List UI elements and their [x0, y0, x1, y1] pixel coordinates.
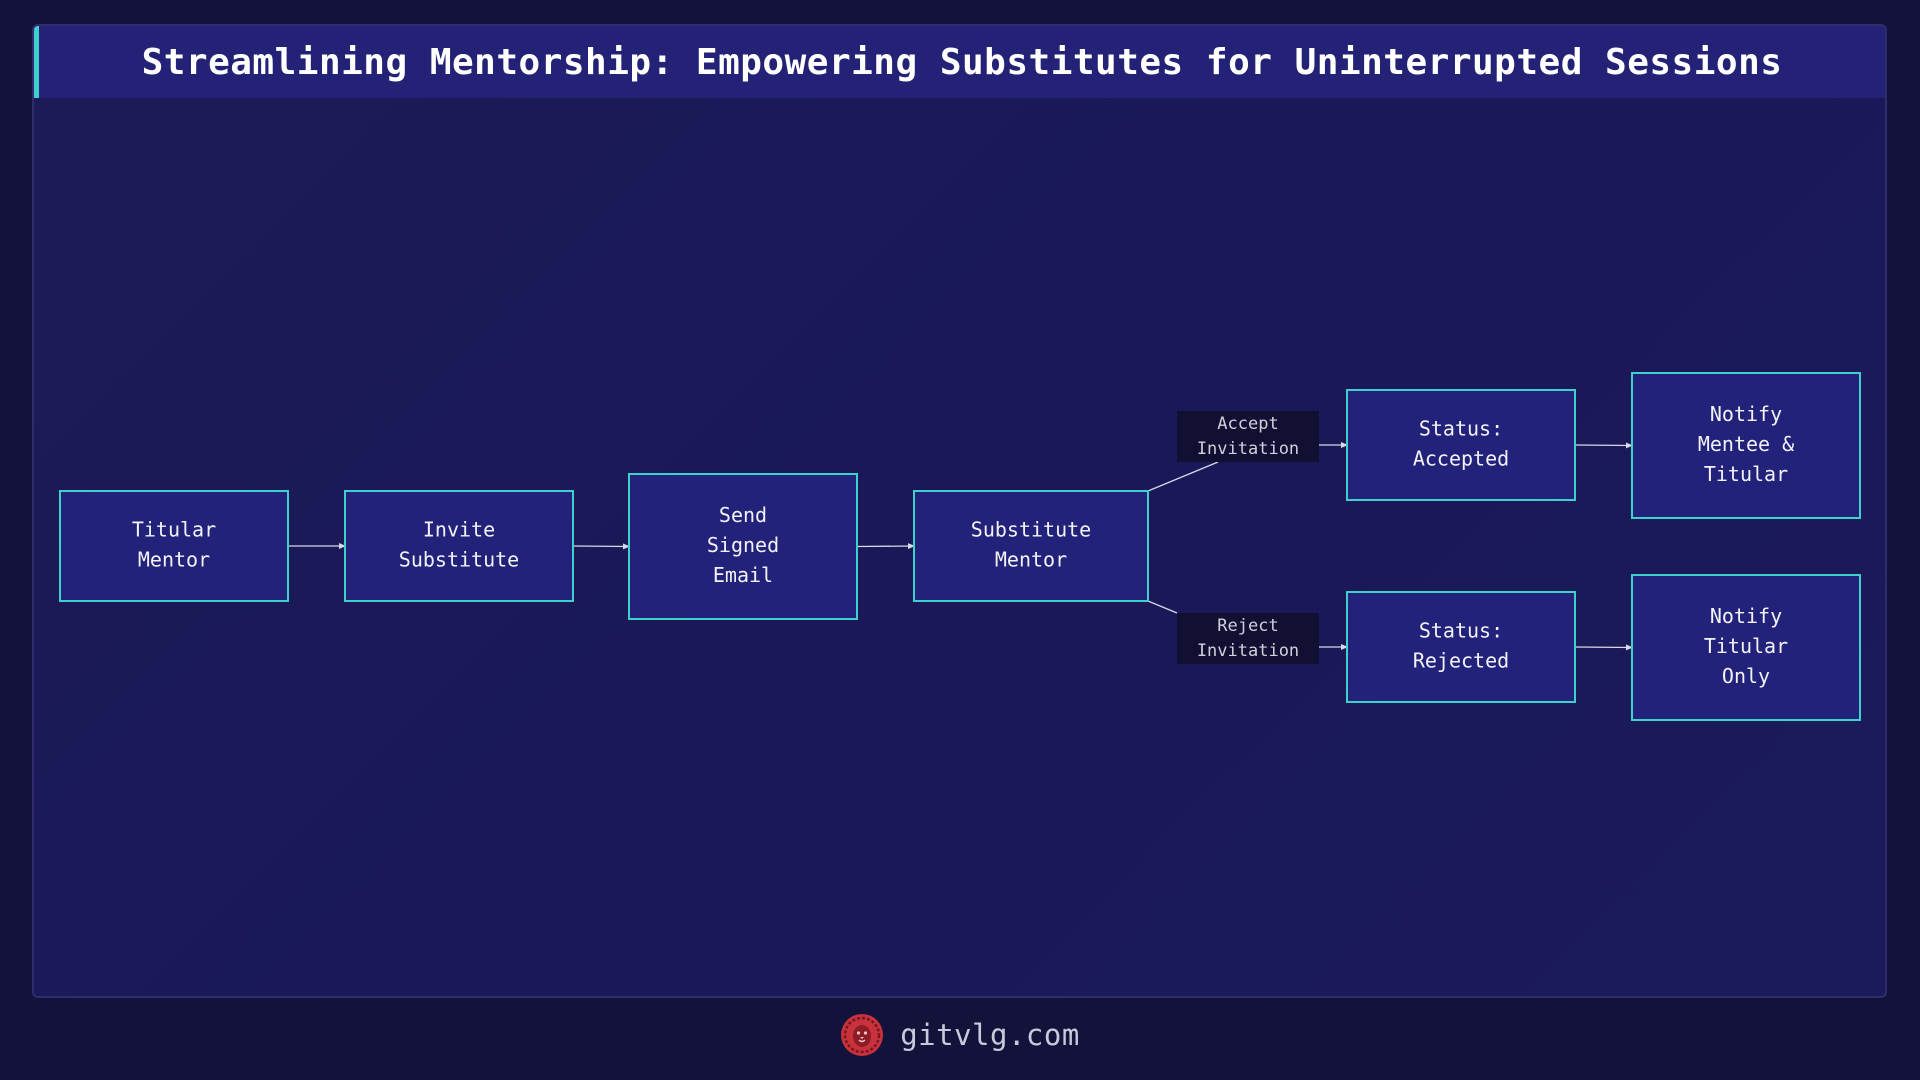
- edge-line: [1147, 461, 1219, 492]
- node-label-line: Status:: [1419, 619, 1503, 643]
- diagram-panel: Streamlining Mentorship: Empowering Subs…: [32, 24, 1887, 998]
- node-box: [59, 490, 289, 602]
- node-box: [628, 473, 858, 620]
- node-label-line: Status:: [1419, 417, 1503, 441]
- edge-label-bg: [1177, 613, 1319, 664]
- lion-head-icon: [841, 1014, 884, 1056]
- edge-label-line: Reject: [1217, 616, 1278, 636]
- node-box: [913, 490, 1149, 602]
- node-label-line: Mentee &: [1698, 432, 1794, 456]
- edge-label-line: Invitation: [1197, 439, 1299, 459]
- edge-label-line: Invitation: [1197, 641, 1299, 661]
- node-box: [344, 490, 574, 602]
- node-label-line: Only: [1722, 664, 1770, 688]
- node-status-rejected: Status: Rejected: [1346, 591, 1576, 703]
- node-label-line: Send: [719, 503, 767, 527]
- node-label-line: Substitute: [399, 548, 519, 572]
- node-label-line: Titular: [132, 518, 216, 542]
- node-label-line: Notify: [1710, 402, 1782, 426]
- node-box: [1346, 389, 1576, 501]
- edge-arrow: [1574, 644, 1633, 651]
- title-bar: Streamlining Mentorship: Empowering Subs…: [34, 26, 1885, 98]
- node-label-line: Notify: [1710, 604, 1782, 628]
- edge-line: [1147, 600, 1178, 614]
- edge-arrow: [572, 543, 630, 550]
- node-box: [1631, 574, 1861, 721]
- node-label-line: Titular: [1704, 634, 1788, 658]
- node-label-line: Mentor: [995, 548, 1067, 572]
- node-label-line: Substitute: [971, 518, 1091, 542]
- node-label-line: Invite: [423, 518, 495, 542]
- node-label-line: Titular: [1704, 462, 1788, 486]
- edge-arrow: [856, 543, 915, 550]
- node-label-line: Signed: [707, 533, 779, 557]
- footer-site-link[interactable]: gitvlg.com: [900, 1018, 1080, 1052]
- node-box: [1346, 591, 1576, 703]
- edges-layer: [288, 442, 1633, 651]
- edge-arrow: [1574, 442, 1633, 449]
- node-status-accepted: Status: Accepted: [1346, 389, 1576, 501]
- page-title: Streamlining Mentorship: Empowering Subs…: [141, 41, 1783, 83]
- edge-label-line: Accept: [1217, 414, 1278, 434]
- node-box: [1631, 372, 1861, 519]
- footer: gitvlg.com: [0, 1010, 1920, 1060]
- node-label-line: Accepted: [1413, 447, 1509, 471]
- node-label-line: Rejected: [1413, 649, 1509, 673]
- nodes-layer: TitularMentorInviteSubstituteSendSignedE…: [59, 372, 1861, 721]
- edge-label-bg: [1177, 411, 1319, 462]
- node-label-line: Mentor: [138, 548, 210, 572]
- node-label-line: Email: [713, 563, 773, 587]
